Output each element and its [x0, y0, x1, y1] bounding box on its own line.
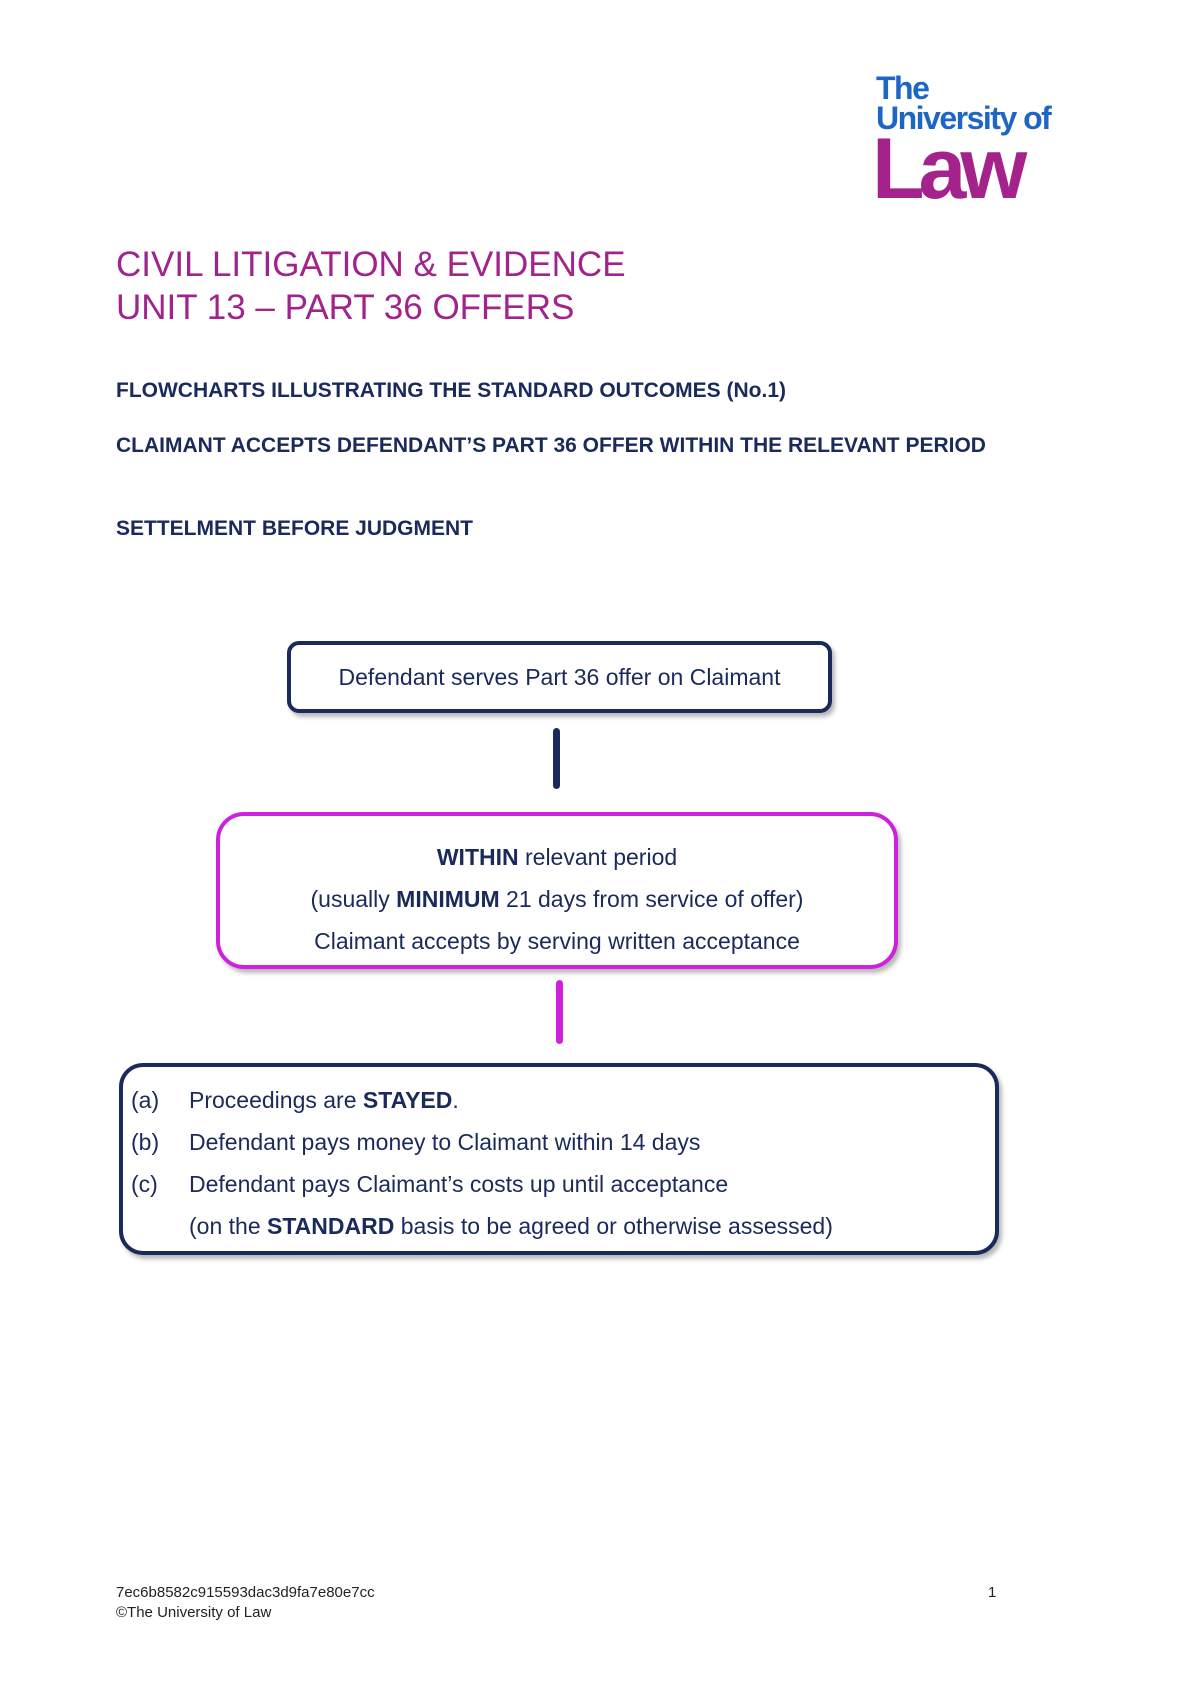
outcome-item-c: (c) Defendant pays Claimant’s costs up u…: [123, 1163, 995, 1205]
document-title: CIVIL LITIGATION & EVIDENCE UNIT 13 – PA…: [116, 243, 626, 329]
outcome-item-b: (b) Defendant pays money to Claimant wit…: [123, 1121, 995, 1163]
outcome-label-b: (b): [131, 1129, 160, 1155]
outcome-text-b: Defendant pays money to Claimant within …: [189, 1129, 701, 1155]
box-acceptance-line-2: (usually MINIMUM 21 days from service of…: [220, 878, 894, 920]
heading-scenario: CLAIMANT ACCEPTS DEFENDANT’S PART 36 OFF…: [116, 434, 986, 457]
outcome-a-post: .: [452, 1087, 459, 1113]
flowchart-box-outcomes: (a) Proceedings are STAYED. (b) Defendan…: [119, 1063, 999, 1255]
outcome-text-c-continued: (on the STANDARD basis to be agreed or o…: [123, 1205, 995, 1247]
logo-line-university-of: University of: [876, 100, 1052, 136]
connector-arrow-2: [556, 980, 563, 1044]
university-logo: The University of Law: [872, 70, 1066, 220]
box-acceptance-line-3: Claimant accepts by serving written acce…: [314, 928, 800, 954]
box-acceptance-line-1: WITHIN relevant period: [220, 836, 894, 878]
flowchart-box-offer-served: Defendant serves Part 36 offer on Claima…: [287, 641, 832, 713]
minimum-emphasis: MINIMUM: [396, 886, 500, 912]
logo-line-the: The: [876, 70, 930, 106]
outcome-label-a: (a): [131, 1087, 160, 1113]
outcome-item-a: (a) Proceedings are STAYED.: [123, 1079, 995, 1121]
outcome-label-c: (c): [131, 1171, 158, 1197]
connector-arrow-1: [553, 728, 560, 789]
logo-line-law: Law: [872, 121, 1027, 217]
outcome-text-c: Defendant pays Claimant’s costs up until…: [189, 1171, 729, 1197]
within-emphasis: WITHIN: [436, 844, 519, 870]
heading-settlement: SETTELMENT BEFORE JUDGMENT: [116, 517, 474, 540]
footer-document-id: 7ec6b8582c915593dac3d9fa7e80e7cc: [116, 1584, 375, 1601]
footer-copyright: ©The University of Law: [116, 1604, 272, 1621]
box-offer-served-text: Defendant serves Part 36 offer on Claima…: [338, 663, 781, 690]
minimum-pre: (usually: [310, 886, 397, 912]
within-rest: relevant period: [518, 844, 678, 870]
standard-emphasis: STANDARD: [267, 1213, 395, 1239]
flowchart-box-acceptance: WITHIN relevant period (usually MINIMUM …: [216, 812, 898, 969]
outcome-text-a: Proceedings are STAYED.: [189, 1079, 995, 1121]
title-line-2: UNIT 13 – PART 36 OFFERS: [116, 288, 575, 327]
footer-page-number: 1: [988, 1584, 997, 1601]
minimum-rest: 21 days from service of offer): [499, 886, 804, 912]
outcome-a-pre: Proceedings are: [189, 1087, 363, 1113]
heading-flowcharts: FLOWCHARTS ILLUSTRATING THE STANDARD OUT…: [116, 379, 787, 402]
standard-rest: basis to be agreed or otherwise assessed…: [394, 1213, 833, 1239]
standard-pre: (on the: [189, 1213, 267, 1239]
stayed-emphasis: STAYED: [362, 1087, 453, 1113]
title-line-1: CIVIL LITIGATION & EVIDENCE: [116, 245, 626, 284]
